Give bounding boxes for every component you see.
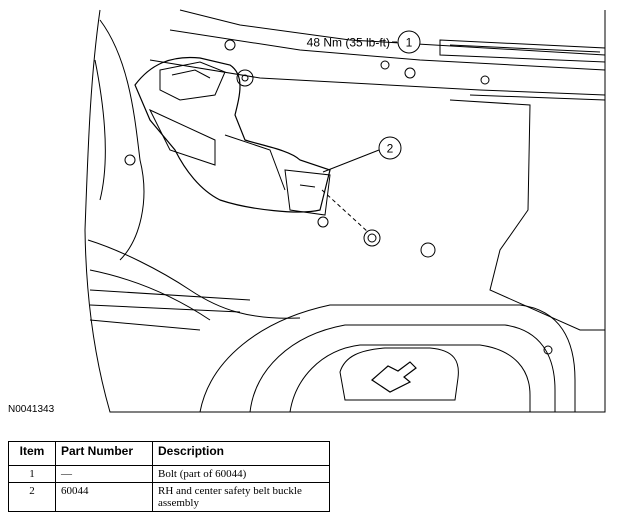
right-floor-panel: [449, 94, 606, 331]
rear-trim-strip: [439, 39, 606, 63]
grommet: [543, 345, 553, 355]
left-wheelwell: [87, 239, 301, 321]
arrow-symbol: [371, 361, 417, 393]
table-header-row: Item Part Number Description: [8, 441, 330, 466]
rear-panel-top: [149, 9, 606, 96]
figure-id: N0041343: [8, 404, 55, 415]
buckle-assembly: [134, 56, 331, 213]
stud: [224, 39, 236, 51]
header-part-number: Part Number: [55, 441, 153, 466]
floor-outline: [84, 9, 606, 413]
technical-illustration: 1 48 Nm (35 lb-ft) 2: [84, 9, 606, 413]
spare-well-outer: [199, 304, 576, 413]
grommet: [124, 154, 136, 166]
buckle-housing: [159, 61, 226, 101]
left-panel: [94, 19, 145, 261]
spare-well-inner: [289, 344, 531, 413]
table-row: 2 60044 RH and center safety belt buckle…: [8, 482, 330, 512]
anchor-nut: [363, 229, 381, 247]
torque-spec-label: 48 Nm (35 lb-ft): [307, 36, 390, 50]
grommet: [420, 242, 436, 258]
alignment-line: [321, 189, 369, 233]
buckle-bracket: [284, 169, 331, 216]
cell-part-number: —: [55, 465, 153, 483]
callout-1-number: 1: [406, 36, 413, 50]
bolt-head: [236, 69, 254, 87]
cell-item: 2: [8, 482, 56, 512]
anchor-nut-inner: [367, 233, 377, 243]
header-description: Description: [152, 441, 330, 466]
cell-description: Bolt (part of 60044): [152, 465, 330, 483]
callout-2-circle: [378, 136, 402, 160]
spare-well-mid: [249, 324, 556, 413]
stud: [380, 60, 390, 70]
grommet: [404, 67, 416, 79]
table-row: 1 — Bolt (part of 60044): [8, 465, 330, 483]
callout-1-circle: [397, 30, 421, 54]
callout-2-number: 2: [387, 142, 394, 156]
cell-part-number: 60044: [55, 482, 153, 512]
header-item: Item: [8, 441, 56, 466]
stud: [480, 75, 490, 85]
left-lines: [89, 289, 251, 331]
bolt-head-inner: [241, 74, 249, 82]
callout-2-leader: [322, 149, 380, 173]
cell-description: RH and center safety belt buckle assembl…: [152, 482, 330, 512]
grommet: [317, 216, 329, 228]
buckle-strap: [148, 108, 286, 191]
cell-item: 1: [8, 465, 56, 483]
spare-well-center: [339, 347, 459, 401]
parts-table: Item Part Number Description 1 — Bolt (p…: [8, 441, 330, 512]
